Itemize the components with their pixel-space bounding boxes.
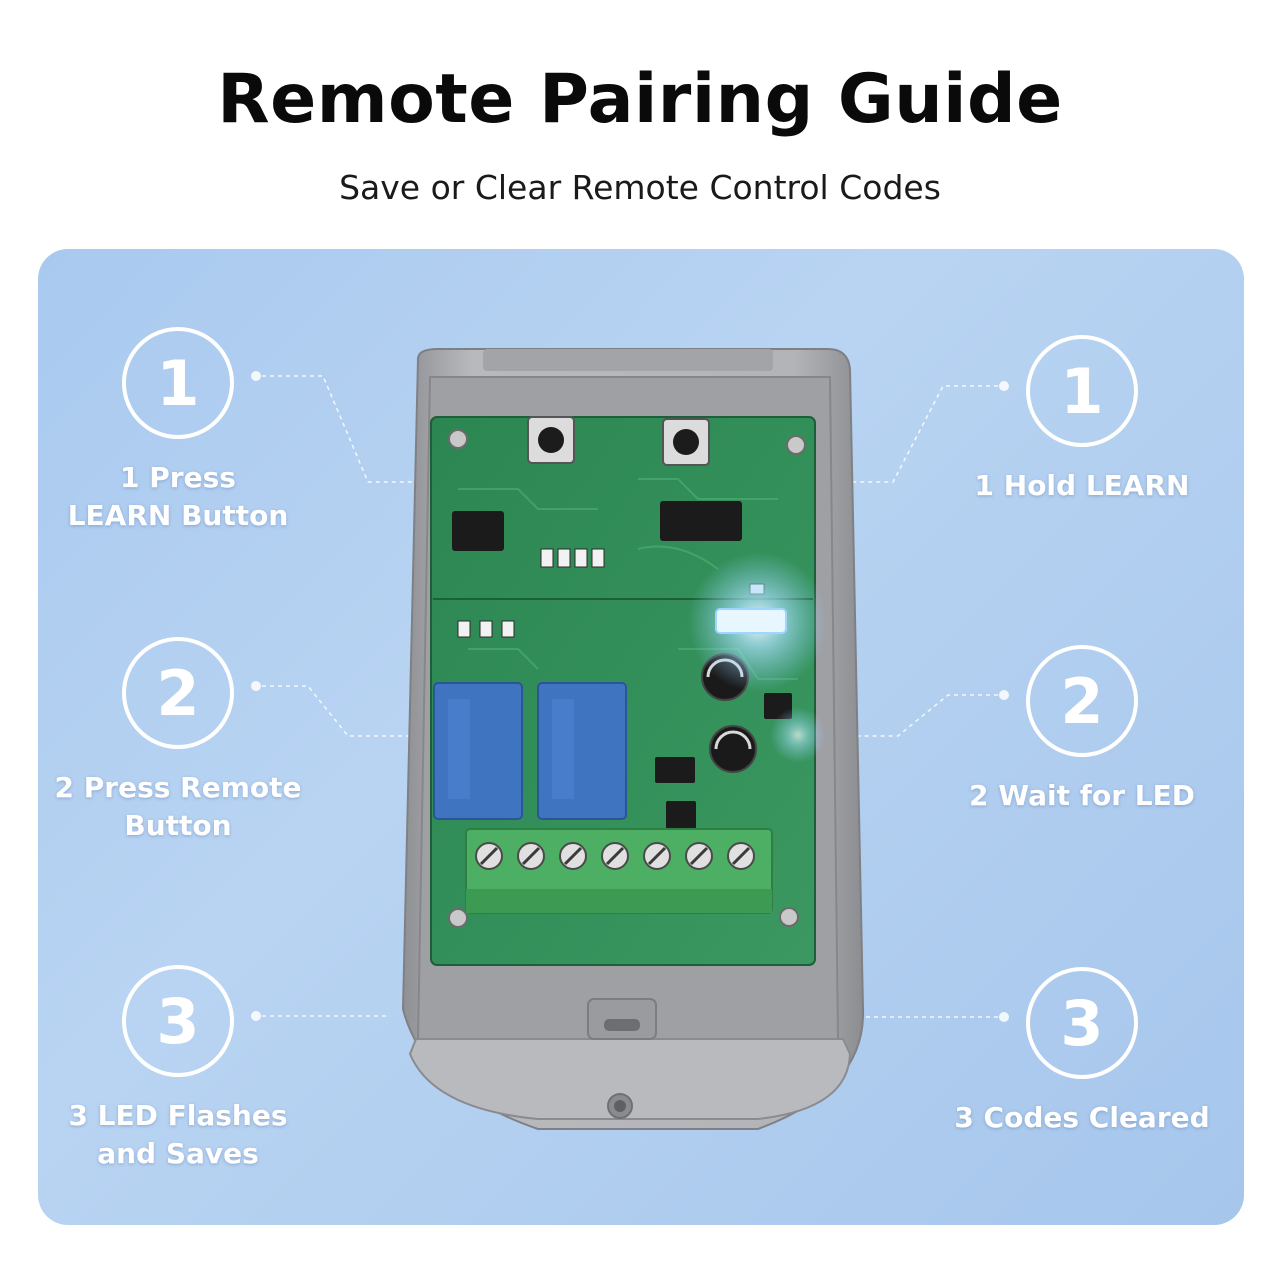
pcb-chips xyxy=(452,501,792,829)
step-label: 3 Codes Cleared xyxy=(954,1101,1210,1134)
step-right-1: 1 1 Hold LEARN xyxy=(932,335,1232,505)
step-label: 1 Hold LEARN xyxy=(974,469,1190,502)
terminal-block xyxy=(465,828,773,914)
step-number-circle: 1 xyxy=(1026,335,1138,447)
connector-lines-left xyxy=(251,371,418,1021)
step-left-2: 2 2 Press Remote Button xyxy=(38,637,328,845)
housing-bottom-flange xyxy=(408,1038,852,1120)
receiver-diagram xyxy=(251,348,1009,1130)
page-title: Remote Pairing Guide xyxy=(217,60,1063,139)
step-left-1: 1 1 Press LEARN Button xyxy=(38,327,328,535)
step-label: 2 Wait for LED xyxy=(969,779,1195,812)
step-number-circle: 3 xyxy=(1026,967,1138,1079)
step-label: 3 LED Flashes and Saves xyxy=(68,1099,288,1170)
learn-buttons xyxy=(527,416,710,466)
step-left-3: 3 3 LED Flashes and Saves xyxy=(38,965,328,1173)
step-label: 1 Press LEARN Button xyxy=(67,461,289,532)
step-number-circle: 2 xyxy=(1026,645,1138,757)
step-right-2: 2 2 Wait for LED xyxy=(932,645,1232,815)
guide-panel: 1 1 Press LEARN Button 2 2 Press Remote … xyxy=(38,249,1244,1225)
relays xyxy=(433,682,627,820)
step-label: 2 Press Remote Button xyxy=(54,771,302,842)
housing-top-tab xyxy=(483,349,773,371)
step-number-circle: 1 xyxy=(122,327,234,439)
step-number-circle: 2 xyxy=(122,637,234,749)
step-right-3: 3 3 Codes Cleared xyxy=(932,967,1232,1137)
pcb-screws xyxy=(448,429,806,928)
page-subtitle: Save or Clear Remote Control Codes xyxy=(339,168,941,207)
step-number-circle: 3 xyxy=(122,965,234,1077)
status-led xyxy=(688,552,828,763)
